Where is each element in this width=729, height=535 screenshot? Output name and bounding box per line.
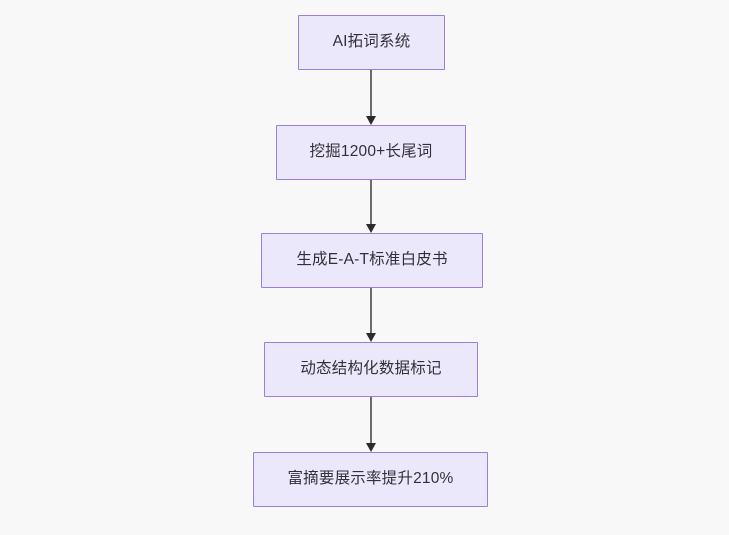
arrowhead-icon <box>365 224 376 233</box>
connector-line <box>370 180 372 225</box>
arrowhead-icon <box>365 333 376 342</box>
flow-node-mine-longtail-keywords[interactable]: 挖掘1200+长尾词 <box>276 125 466 180</box>
arrowhead-icon <box>365 116 376 125</box>
flow-node-label: 挖掘1200+长尾词 <box>309 143 433 161</box>
arrowhead-icon <box>365 443 376 452</box>
flow-node-label: 生成E-A-T标准白皮书 <box>296 251 448 269</box>
connector-line <box>370 397 372 444</box>
flow-node-ai-keyword-system[interactable]: AI拓词系统 <box>298 15 445 70</box>
flow-node-rich-snippet-rate-increase[interactable]: 富摘要展示率提升210% <box>253 452 488 507</box>
flow-node-label: 动态结构化数据标记 <box>300 360 442 378</box>
connector-line <box>370 70 372 117</box>
flow-node-label: 富摘要展示率提升210% <box>287 470 454 488</box>
flow-node-dynamic-structured-data-markup[interactable]: 动态结构化数据标记 <box>264 342 478 397</box>
flow-node-generate-eat-whitepaper[interactable]: 生成E-A-T标准白皮书 <box>261 233 483 288</box>
connector-line <box>370 288 372 334</box>
flow-node-label: AI拓词系统 <box>332 33 411 51</box>
